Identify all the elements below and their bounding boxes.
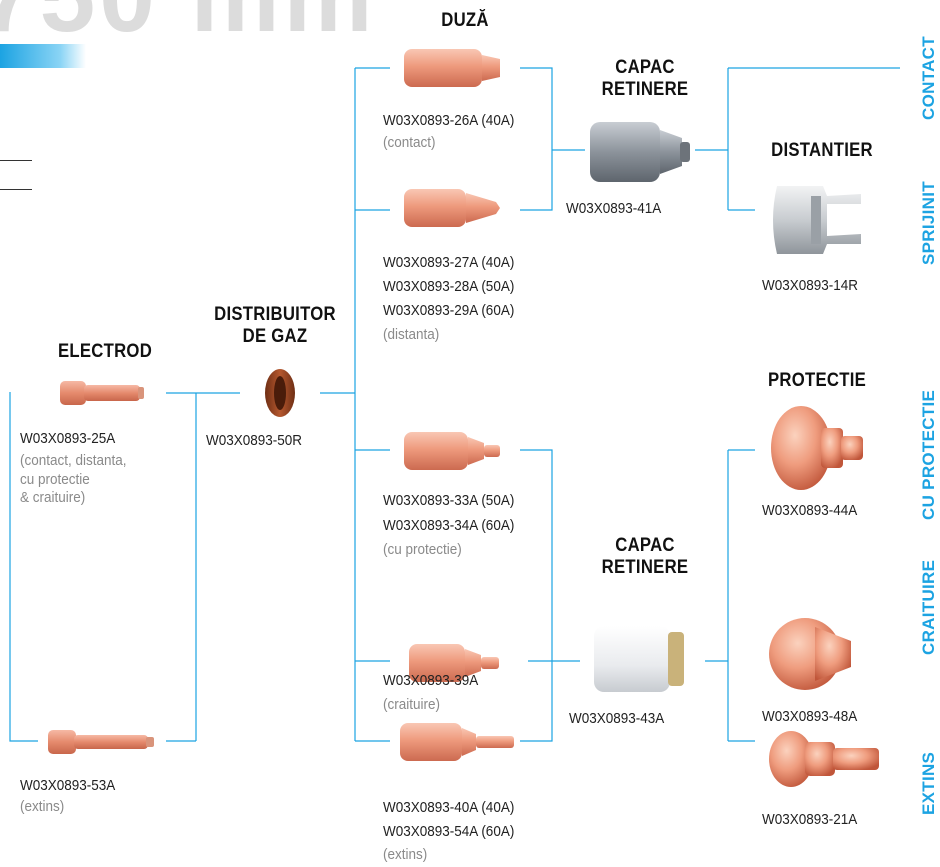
part-code: W03X0893-34A (60A) — [383, 515, 514, 537]
side-label-sprijinit: SPRIJINIT — [919, 181, 939, 265]
electrode-icon — [58, 377, 146, 409]
header-line: DISTRIBUITOR — [209, 304, 341, 326]
part-code: W03X0893-29A (60A) — [383, 300, 514, 322]
part-note: cu protectie — [20, 470, 90, 490]
part-code: W03X0893-33A (50A) — [383, 490, 514, 512]
header-line: CAPAC — [597, 57, 694, 79]
part-note: (extins) — [20, 797, 64, 817]
side-label-extins: EXTINS — [919, 752, 939, 815]
nozzle-icon — [400, 185, 510, 231]
extended-shield-icon — [765, 728, 885, 790]
gouging-shield-icon — [765, 615, 865, 693]
electrode-extended-icon — [46, 726, 156, 758]
header-line: DE GAZ — [209, 326, 341, 348]
part-code: W03X0893-44A — [762, 500, 857, 522]
part-note: (contact) — [383, 133, 436, 153]
header-line: CAPAC — [597, 535, 694, 557]
header-capac-retinere-bottom: CAPAC RETINERE — [597, 535, 694, 579]
nozzle-icon — [400, 45, 510, 91]
side-label-contact: CONTACT — [919, 36, 939, 120]
nozzle-extended-icon — [396, 719, 520, 765]
part-code: W03X0893-14R — [762, 275, 858, 297]
part-note: (craituire) — [383, 695, 440, 715]
part-code: W03X0893-53A — [20, 775, 115, 797]
side-label-cu-protectie: CU PROTECTIE — [919, 390, 939, 520]
header-protectie: PROTECTIE — [760, 370, 874, 392]
part-code: W03X0893-25A — [20, 428, 115, 450]
nozzle-icon — [400, 428, 510, 474]
header-distribuitor: DISTRIBUITOR DE GAZ — [209, 304, 341, 348]
side-label-craituire: CRAITUIRE — [919, 560, 939, 655]
shield-icon — [765, 402, 875, 494]
part-code: W03X0893-43A — [569, 708, 664, 730]
header-electrod: ELECTROD — [48, 341, 162, 363]
part-note: & craituire) — [20, 488, 85, 508]
retaining-cap-grey-icon — [586, 118, 696, 186]
drag-shield-icon — [765, 178, 865, 262]
header-capac-retinere-top: CAPAC RETINERE — [597, 57, 694, 101]
part-code: W03X0893-48A — [762, 706, 857, 728]
swirl-ring-icon — [262, 366, 298, 420]
part-code: W03X0893-21A — [762, 809, 857, 831]
part-code: W03X0893-50R — [206, 430, 302, 452]
header-line: RETINERE — [597, 79, 694, 101]
part-code: W03X0893-40A (40A) — [383, 797, 514, 819]
part-note: (cu protectie) — [383, 540, 462, 560]
part-code: W03X0893-26A (40A) — [383, 110, 514, 132]
part-code: W03X0893-27A (40A) — [383, 252, 514, 274]
part-code: W03X0893-54A (60A) — [383, 821, 514, 843]
part-code: W03X0893-39A — [383, 670, 478, 692]
part-note: (contact, distanta, — [20, 451, 127, 471]
retaining-cap-white-icon — [590, 622, 690, 696]
header-line: RETINERE — [597, 557, 694, 579]
header-duza: DUZĂ — [421, 10, 509, 32]
part-note: (extins) — [383, 845, 427, 865]
part-code: W03X0893-41A — [566, 198, 661, 220]
part-code: W03X0893-28A (50A) — [383, 276, 514, 298]
header-distantier: DISTANTIER — [760, 140, 883, 162]
part-note: (distanta) — [383, 325, 439, 345]
